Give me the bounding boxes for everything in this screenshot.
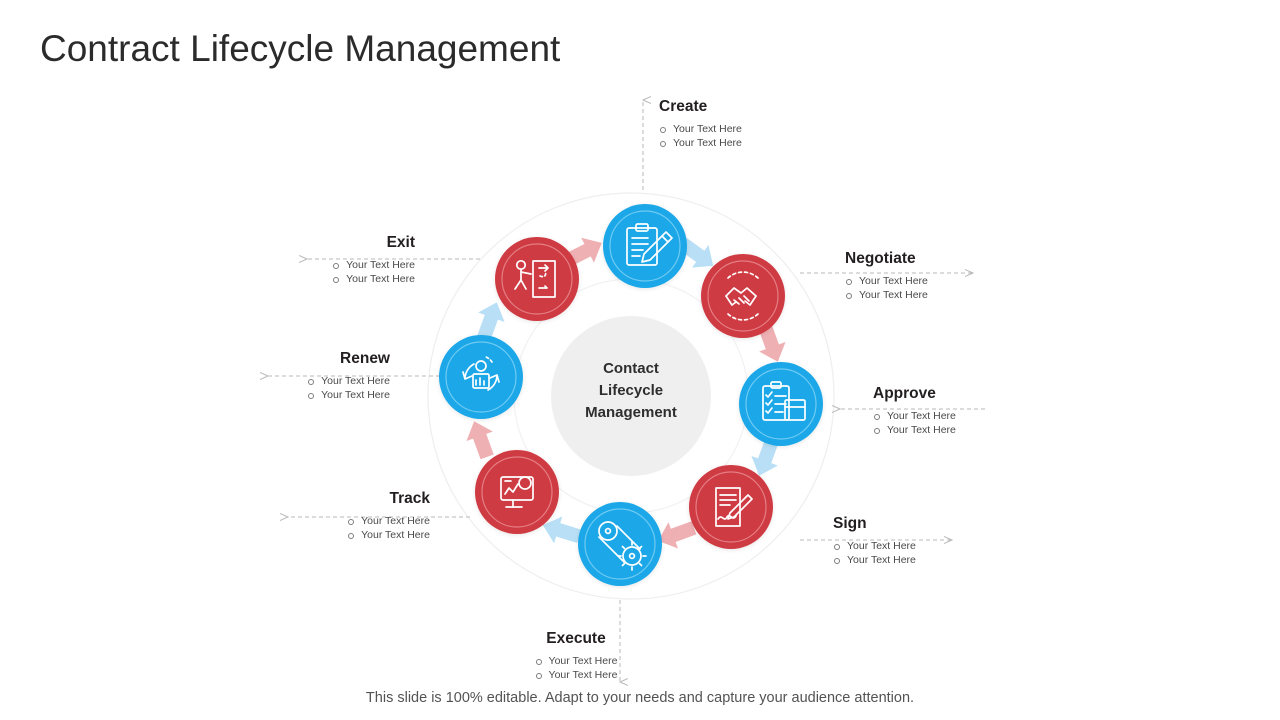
callout-exit-title: Exit [386,234,415,251]
node-negotiate [701,254,785,338]
list-item: Your Text Here [659,122,742,136]
list-item: Your Text Here [347,514,430,528]
arrow-create-to-negotiate [678,237,714,268]
arrow-execute-to-track [542,516,582,544]
node-track [475,450,559,534]
list-item: Your Text Here [845,274,928,288]
list-item: Your Text Here [347,528,430,542]
list-item: Your Text Here [833,539,916,553]
center-line-1: Contact [603,360,659,377]
callout-execute-title: Execute [546,630,606,647]
list-item: Your Text Here [535,654,617,668]
list-item: Your Text Here [307,388,390,402]
list-item: Your Text Here [845,288,928,302]
list-item: Your Text Here [873,409,956,423]
checklist-clipboard-icon [762,381,806,421]
arrow-negotiate-to-approve [758,323,786,362]
callout-negotiate-title: Negotiate [845,250,916,267]
list-item: Your Text Here [332,272,415,286]
list-item: Your Text Here [833,553,916,567]
callout-renew[interactable]: Renew Your Text Here Your Text Here [190,350,390,403]
arrow-approve-to-sign [751,437,779,476]
callout-renew-title: Renew [340,350,390,367]
callout-create-bullets: Your Text Here Your Text Here [659,122,742,150]
arrow-track-to-renew [466,421,494,460]
callout-sign-bullets: Your Text Here Your Text Here [833,539,916,567]
list-item: Your Text Here [307,374,390,388]
callout-approve-bullets: Your Text Here Your Text Here [873,409,956,437]
callout-negotiate[interactable]: Negotiate Your Text Here Your Text Here [845,250,928,302]
arrow-exit-to-create [564,237,602,267]
callout-create[interactable]: Create Your Text Here Your Text Here [659,98,742,150]
callout-sign[interactable]: Sign Your Text Here Your Text Here [833,515,916,567]
arrow-renew-to-exit [477,302,505,341]
callout-execute-bullets: Your Text Here Your Text Here [535,654,617,682]
node-create [603,204,687,288]
refresh-arrows-icon [462,356,500,391]
list-item: Your Text Here [873,423,956,437]
person-exit-door-icon [514,259,556,298]
arrow-sign-to-execute [658,521,697,549]
callout-execute[interactable]: Execute Your Text Here Your Text Here [470,630,682,683]
center-line-2: Lifecycle [598,382,664,399]
callout-track[interactable]: Track Your Text Here Your Text Here [230,490,430,543]
clipboard-pencil-icon [626,223,673,266]
list-item: Your Text Here [332,258,415,272]
callout-exit[interactable]: Exit Your Text Here Your Text Here [215,234,415,287]
callout-create-title: Create [659,98,708,115]
center-line-3: Management [585,404,677,421]
list-item: Your Text Here [535,668,617,682]
signed-document-pen-icon [715,487,753,527]
callout-track-title: Track [389,490,430,507]
node-execute [578,502,662,586]
center-hub-label: Contact Lifecycle Management [556,358,706,424]
callout-sign-title: Sign [833,515,867,532]
node-approve [739,362,823,446]
monitor-analytics-icon [500,476,534,508]
callout-approve[interactable]: Approve Your Text Here Your Text Here [873,385,956,437]
handshake-icon [725,271,759,321]
callout-renew-bullets: Your Text Here Your Text Here [307,374,390,402]
node-renew [439,335,523,419]
node-sign [689,465,773,549]
callout-approve-title: Approve [873,385,936,402]
node-exit [495,237,579,321]
page-title: Contract Lifecycle Management [40,28,561,69]
callout-track-bullets: Your Text Here Your Text Here [347,514,430,542]
callout-negotiate-bullets: Your Text Here Your Text Here [845,274,928,302]
gears-pulley-icon [598,521,647,571]
callout-exit-bullets: Your Text Here Your Text Here [332,258,415,286]
slide-footer-note: This slide is 100% editable. Adapt to yo… [365,690,915,706]
list-item: Your Text Here [659,136,742,150]
